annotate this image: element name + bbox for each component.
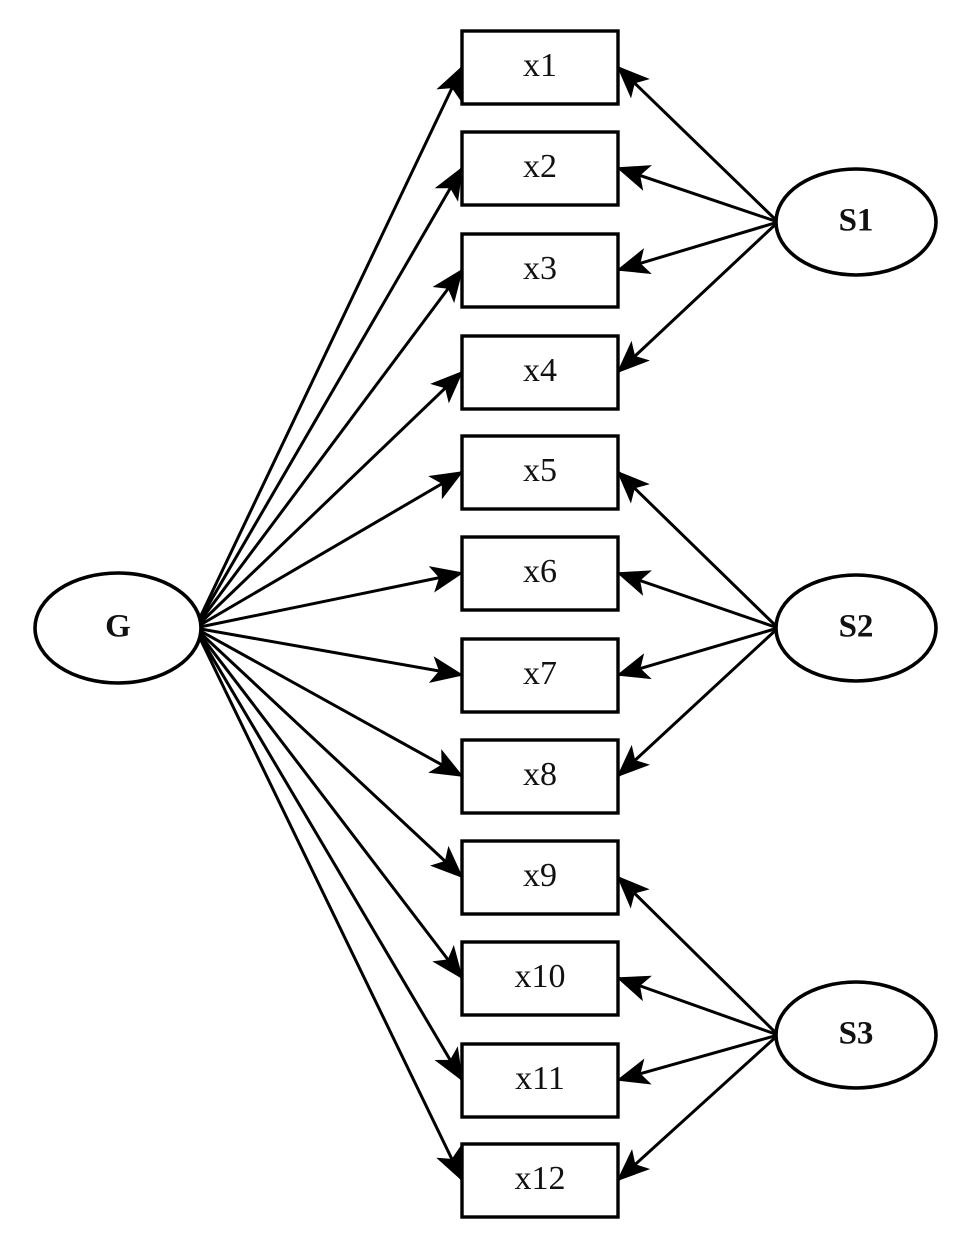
indicator-node-x2[interactable]: x2 (460, 130, 620, 207)
indicator-node-x8[interactable]: x8 (460, 738, 620, 815)
indicator-node-x5[interactable]: x5 (460, 434, 620, 511)
loading-arrow-g-to-x7 (194, 626, 464, 683)
indicator-label-x7: x7 (523, 655, 557, 692)
loading-arrow-g-to-x1 (193, 65, 464, 629)
indicator-node-x12[interactable]: x12 (460, 1142, 620, 1219)
factor-label-g: G (105, 609, 131, 645)
loading-arrow-s1-to-x3 (616, 220, 779, 274)
loading-arrow-g-to-x3 (193, 268, 464, 629)
factor-node-g[interactable]: G (33, 571, 203, 685)
indicator-node-x7[interactable]: x7 (460, 637, 620, 714)
factor-ellipse-s3[interactable] (774, 980, 938, 1090)
loading-arrow-g-to-x2 (193, 166, 464, 629)
loading-arrow-s1-to-x1 (616, 65, 780, 224)
indicator-label-x9: x9 (523, 857, 557, 894)
loading-arrow-g-to-x11 (193, 627, 464, 1082)
specific-factor-loadings (616, 65, 780, 1182)
factor-node-s2[interactable]: S2 (774, 573, 938, 683)
indicator-node-x1[interactable]: x1 (460, 29, 620, 106)
indicator-label-x1: x1 (523, 47, 557, 84)
loading-arrow-s1-to-x2 (616, 165, 779, 224)
indicator-label-x12: x12 (515, 1160, 566, 1197)
indicator-box-x9[interactable] (460, 839, 620, 916)
indicator-node-x9[interactable]: x9 (460, 839, 620, 916)
indicator-node-x11[interactable]: x11 (460, 1042, 620, 1119)
loading-arrow-s2-to-x6 (616, 570, 779, 630)
loading-arrow-g-to-x8 (194, 626, 464, 778)
indicator-label-x8: x8 (523, 756, 557, 793)
loading-arrow-s3-to-x9 (616, 875, 780, 1037)
indicator-node-x3[interactable]: x3 (460, 232, 620, 309)
indicator-label-x2: x2 (523, 148, 557, 185)
factor-ellipse-s1[interactable] (774, 167, 938, 277)
indicator-node-x6[interactable]: x6 (460, 535, 620, 612)
indicator-label-x5: x5 (523, 452, 557, 489)
loading-arrow-s3-to-x12 (616, 1033, 780, 1182)
factor-node-s3[interactable]: S3 (774, 980, 938, 1090)
indicator-node-x10[interactable]: x10 (460, 940, 620, 1017)
indicator-box-x11[interactable] (460, 1042, 620, 1119)
indicator-box-x5[interactable] (460, 434, 620, 511)
loading-arrow-g-to-x9 (193, 626, 464, 879)
loading-arrow-s1-to-x4 (616, 220, 780, 374)
loading-arrow-s2-to-x8 (616, 626, 780, 778)
indicator-box-x4[interactable] (460, 334, 620, 411)
factor-ellipse-s2[interactable] (774, 573, 938, 683)
loading-arrow-s3-to-x11 (616, 1033, 779, 1085)
loading-arrow-g-to-x12 (193, 627, 464, 1182)
factor-node-s1[interactable]: S1 (774, 167, 938, 277)
factor-label-s3: S3 (839, 1016, 874, 1052)
indicator-box-x12[interactable] (460, 1142, 620, 1219)
indicator-node-x4[interactable]: x4 (460, 334, 620, 411)
factor-ellipse-g[interactable] (33, 571, 203, 685)
indicator-box-x1[interactable] (460, 29, 620, 106)
loading-arrow-g-to-x6 (194, 566, 464, 630)
factor-label-s2: S2 (839, 609, 874, 645)
indicator-box-x7[interactable] (460, 637, 620, 714)
loading-arrow-g-to-x10 (193, 627, 464, 980)
loading-arrow-s2-to-x5 (616, 470, 780, 630)
indicator-box-x6[interactable] (460, 535, 620, 612)
indicator-box-x2[interactable] (460, 130, 620, 207)
general-factor-loadings (193, 65, 464, 1182)
loading-arrow-g-to-x5 (194, 470, 464, 630)
indicator-label-x10: x10 (515, 958, 566, 995)
loading-arrow-s2-to-x7 (616, 626, 779, 680)
indicator-label-x3: x3 (523, 250, 557, 287)
indicator-label-x11: x11 (515, 1060, 565, 1097)
indicator-label-x4: x4 (523, 352, 557, 389)
loading-arrow-s3-to-x10 (616, 975, 779, 1037)
factor-label-s1: S1 (839, 203, 874, 239)
loading-arrow-g-to-x4 (193, 370, 464, 630)
indicator-label-x6: x6 (523, 553, 557, 590)
indicator-box-x10[interactable] (460, 940, 620, 1017)
indicator-box-x3[interactable] (460, 232, 620, 309)
indicator-box-x8[interactable] (460, 738, 620, 815)
